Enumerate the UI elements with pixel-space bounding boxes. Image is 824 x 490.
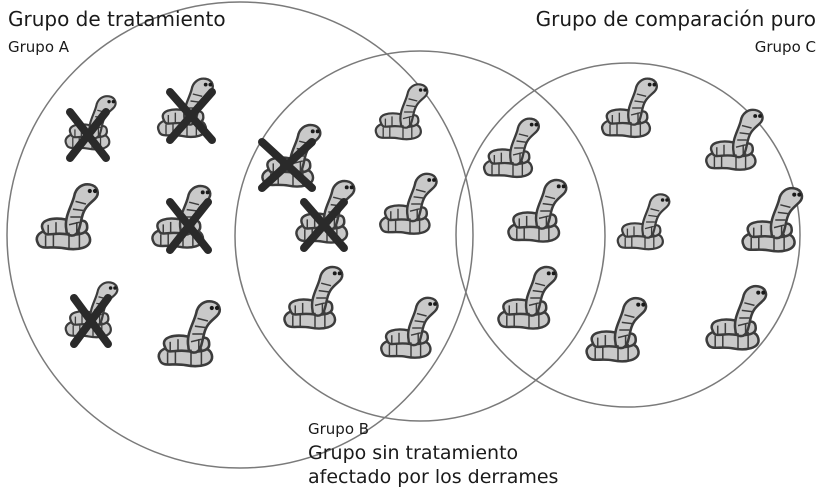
circle-group-c: [455, 62, 801, 408]
worm-icon: [374, 83, 429, 141]
group-b-label: Grupo B: [308, 420, 370, 438]
group-b-description-line-2: afectado por los derrames: [308, 466, 559, 488]
worm-icon: [378, 172, 438, 236]
worm-icon: [705, 284, 768, 351]
cross-icon: [166, 198, 212, 254]
group-a-label: Grupo A: [8, 38, 70, 56]
group-c-label: Grupo C: [754, 38, 816, 56]
group-b-description: Grupo sin tratamiento afectado por los d…: [308, 441, 558, 489]
circle-group-a: [6, 1, 474, 469]
worm-icon: [497, 265, 558, 331]
group-a-title: Grupo de tratamiento: [8, 7, 226, 31]
cross-icon: [300, 198, 348, 252]
worm-icon: [157, 300, 222, 368]
treated-marks: [66, 88, 348, 348]
worm-icon: [585, 296, 648, 363]
worm-icon: [64, 280, 119, 339]
worm-icon: [507, 178, 568, 244]
cross-icon: [258, 138, 316, 192]
worm-icon: [295, 179, 356, 245]
worm-icon: [600, 77, 659, 139]
group-c-title: Grupo de comparación puro: [535, 7, 816, 31]
worm-icon: [741, 186, 804, 253]
cross-icon: [166, 88, 216, 144]
worm-icon: [380, 296, 439, 360]
worm-icon: [35, 183, 100, 251]
cross-icon: [70, 294, 112, 348]
worm-icon: [704, 108, 764, 172]
worm-icon: [283, 265, 344, 331]
circle-group-b: [234, 50, 606, 422]
worm-icon: [616, 192, 671, 251]
group-b-description-line-1: Grupo sin tratamiento: [308, 442, 519, 464]
group-b-worms: [261, 83, 439, 360]
cross-icon: [66, 108, 110, 162]
group-c-worms: [482, 77, 804, 363]
worm-icon: [482, 117, 541, 179]
